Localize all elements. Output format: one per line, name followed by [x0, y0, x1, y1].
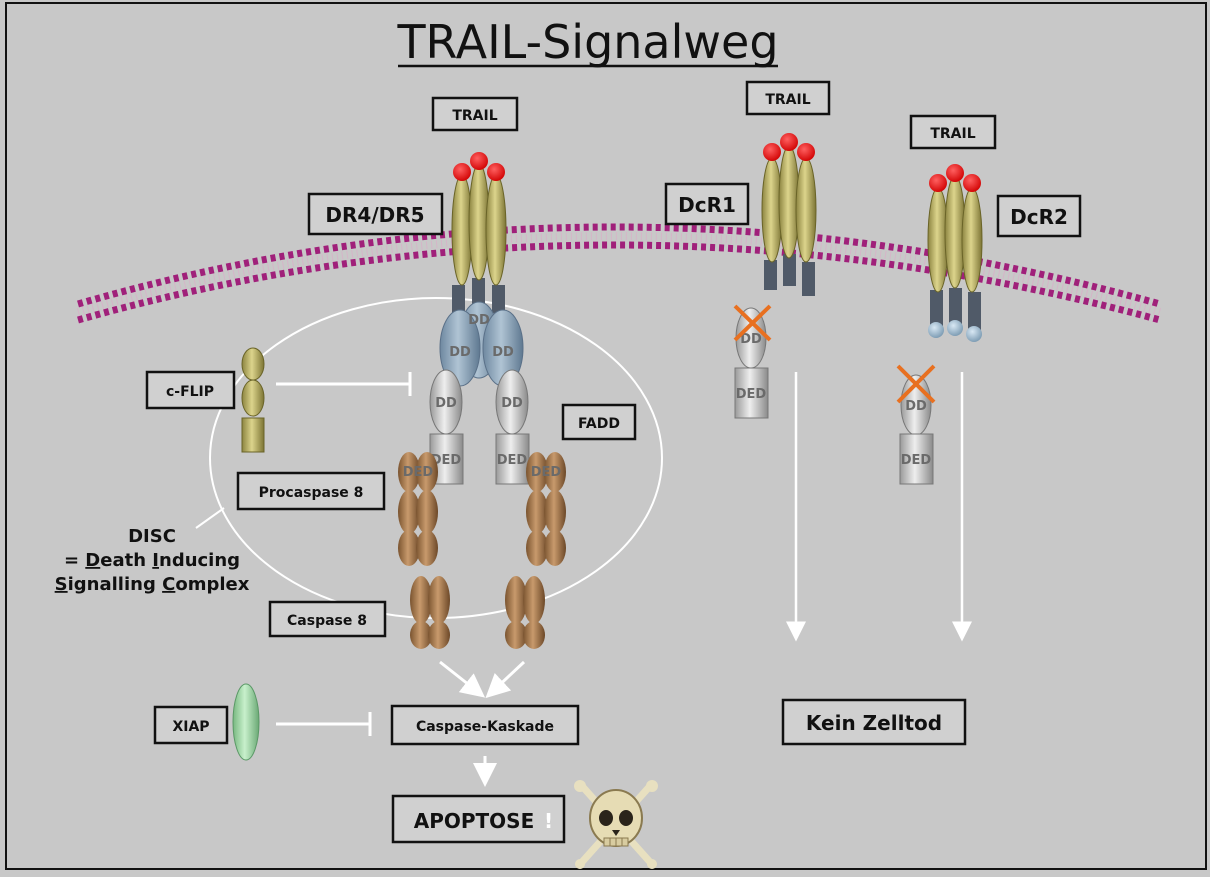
kein-zelltod-label: Kein Zelltod [806, 711, 942, 735]
caspase-8-label: Caspase 8 [287, 613, 367, 629]
disc-text-part: I [152, 550, 159, 571]
label-fadd: FADD [561, 403, 637, 441]
disc-text-part: nducing [159, 550, 240, 571]
procaspase-8-right: DED [526, 452, 566, 566]
ded-label: DED [497, 453, 528, 468]
apoptose-label: APOPTOSE [414, 809, 535, 833]
procaspase-8-left: DED [398, 452, 438, 566]
label-caspase-8: Caspase 8 [268, 600, 387, 638]
apoptose-exclamation: ! [544, 809, 553, 833]
label-kein-zelltod: Kein Zelltod [781, 698, 967, 746]
dcr1-fadd: DD DED [734, 307, 769, 419]
arrow-caspase8-left [439, 660, 486, 698]
label-apoptose: APOPTOSE ! [391, 794, 566, 844]
fadd-left: DD DED [429, 369, 464, 485]
disc-text-part: C [162, 574, 175, 595]
disc-pointer-line [195, 507, 225, 529]
disc-text-part: ignalling [68, 574, 163, 595]
ded-label: DED [901, 453, 932, 468]
caspase-8-left [410, 576, 450, 649]
ded-label: DED [531, 465, 562, 480]
label-dr4-dr5: DR4/DR5 [307, 192, 444, 236]
dcr2-fadd: DD DED [899, 374, 934, 485]
disc-description: DISC = Death Inducing Signalling Complex [55, 526, 250, 595]
fadd-label: FADD [578, 416, 620, 432]
cell-membrane [76, 223, 1162, 324]
c-flip-protein [241, 347, 265, 453]
dd-label: DD [905, 399, 927, 414]
disc-text-part: eath [100, 550, 152, 571]
death-domains-dr: DD DD DD [439, 301, 524, 387]
xiap-label: XIAP [172, 719, 209, 735]
page-title: TRAIL-Signalweg [396, 15, 778, 69]
disc-text-part: D [85, 550, 100, 571]
arrow-caspase8-right [485, 660, 526, 699]
ded-label: DED [736, 387, 767, 402]
dcr2-receptor [927, 175, 983, 342]
dd-label: DD [501, 396, 523, 411]
caspase-8-right [505, 576, 545, 649]
cross-mark-dcr2 [896, 364, 936, 404]
disc-text-part: = [64, 550, 85, 571]
trail-ligand-2 [763, 133, 815, 161]
dd-label: DD [740, 332, 762, 347]
skull-crossbones-icon [574, 780, 658, 869]
dcr2-label: DcR2 [1010, 205, 1068, 229]
ded-label: DED [403, 465, 434, 480]
trail-label: TRAIL [930, 126, 975, 142]
cross-mark-dcr1 [733, 304, 772, 342]
dd-label: DD [449, 345, 471, 360]
disc-text-part: omplex [175, 574, 249, 595]
caspase-kaskade-label: Caspase-Kaskade [416, 719, 554, 735]
dd-label: DD [468, 313, 490, 328]
label-c-flip: c-FLIP [145, 370, 236, 410]
dr4-dr5-label: DR4/DR5 [325, 203, 424, 227]
dr4-dr5-receptor [451, 163, 507, 313]
procaspase-8-label: Procaspase 8 [259, 485, 364, 501]
label-dcr1: DcR1 [664, 182, 750, 226]
label-xiap: XIAP [153, 705, 229, 745]
disc-text-part: S [55, 574, 68, 595]
disc-line-3: Signalling Complex [55, 574, 250, 595]
trail-ligand-1 [453, 152, 505, 181]
ded-label: DED [431, 453, 462, 468]
dd-label: DD [492, 345, 514, 360]
disc-line-2: = Death Inducing [64, 550, 240, 571]
label-caspase-kaskade: Caspase-Kaskade [390, 704, 580, 746]
trail-label: TRAIL [452, 108, 497, 124]
dd-label: DD [435, 396, 457, 411]
dcr1-label: DcR1 [678, 193, 736, 217]
label-trail-3: TRAIL [909, 114, 997, 150]
trail-ligand-3 [929, 164, 981, 192]
label-procaspase-8: Procaspase 8 [236, 471, 386, 511]
dcr1-receptor [761, 145, 817, 296]
label-trail-1: TRAIL [431, 96, 519, 132]
disc-title: DISC [128, 526, 176, 547]
trail-label: TRAIL [765, 92, 810, 108]
label-dcr2: DcR2 [996, 194, 1082, 238]
diagram-frame [5, 2, 1207, 870]
fadd-right: DD DED [495, 369, 530, 485]
label-trail-2: TRAIL [745, 80, 831, 116]
c-flip-label: c-FLIP [166, 384, 214, 400]
xiap-protein [232, 683, 260, 761]
